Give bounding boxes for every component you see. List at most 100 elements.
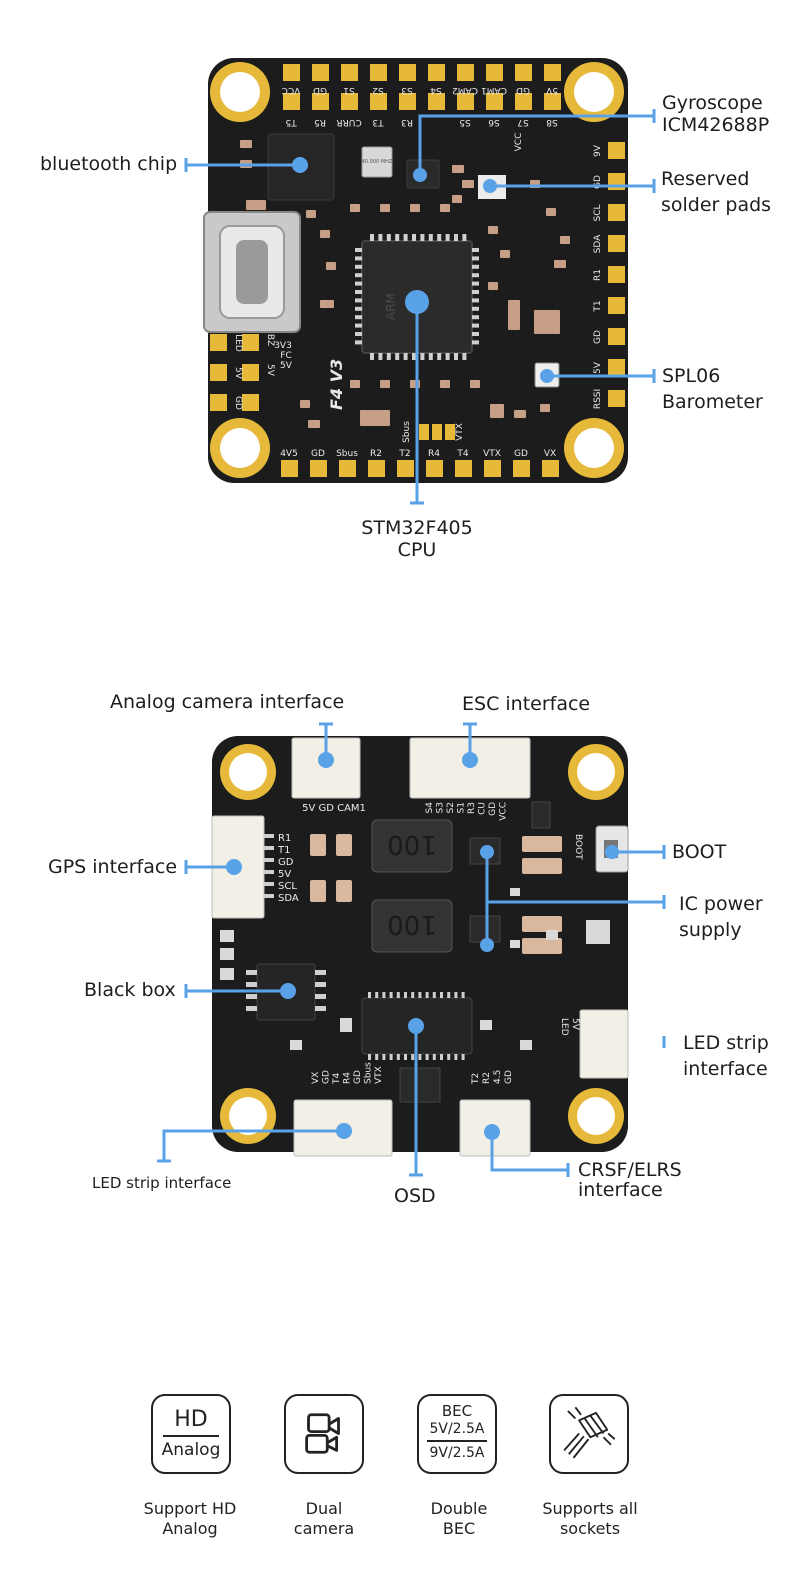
mount-hole-br: [564, 418, 624, 478]
top-callout-dots: [292, 157, 554, 383]
smd-component: [240, 140, 252, 148]
gps-pin: [264, 894, 274, 898]
bec-5v: 5V/2.5A: [429, 1421, 485, 1437]
label-led-strip-right: LED strip interface: [683, 1032, 769, 1080]
osd-pin: [447, 992, 451, 998]
pad-label-left-inner: BZ: [265, 334, 275, 346]
pad-label-bottom: T2: [398, 449, 410, 459]
pad-label-right: 9V: [593, 144, 603, 157]
top-callout-lines: [184, 109, 656, 505]
label-led-strip-left: LED strip interface: [92, 1174, 232, 1192]
cpu-pin: [445, 353, 450, 360]
pad-left: [210, 364, 227, 381]
cpu-pin: [403, 353, 408, 360]
smd-component: [554, 260, 566, 268]
silk-5v: 5V: [280, 361, 293, 371]
osd-pin: [375, 992, 379, 998]
pad-right: [608, 297, 625, 314]
mount-hole-bl: [210, 418, 270, 478]
bec-9v: 9V/2.5A: [429, 1445, 485, 1461]
caption-dual-camera: Dual camera: [293, 1499, 355, 1538]
cpu-pin: [472, 332, 479, 336]
silk-vtx-pin: GD: [353, 1070, 363, 1084]
bottom-callout-lines: [157, 722, 666, 1177]
caption-double-bec: Double BEC: [430, 1499, 488, 1538]
pad-right: [608, 142, 625, 159]
osd-pin: [454, 992, 458, 998]
svg-text:100: 100: [387, 829, 437, 859]
cpu-pin: [472, 340, 479, 345]
pad-bottom: [310, 460, 327, 477]
silk-led-pin: GD: [581, 1018, 591, 1032]
misc-pad: [340, 1018, 352, 1032]
pad-top2: [515, 93, 532, 110]
osd-pin: [404, 1054, 407, 1060]
misc-pad: [510, 940, 520, 948]
cpu-pin: [472, 323, 479, 328]
osd-pin: [389, 1054, 393, 1060]
cpu-pin: [462, 353, 467, 360]
label-gps: GPS interface: [48, 856, 178, 878]
smd-component: [452, 165, 464, 173]
pad-label-top: CAM1: [481, 85, 507, 95]
osd-pin: [382, 992, 386, 998]
gps-pin: [264, 846, 274, 850]
caption-sockets: Supports all sockets: [542, 1499, 638, 1538]
pad-top-cam2: [457, 64, 474, 81]
pad-label-right: SCL: [593, 204, 603, 221]
smd-component: [326, 262, 336, 270]
pad-label-top: CAM2: [452, 85, 478, 95]
analog-label: Analog: [161, 1440, 221, 1460]
top-board-pads: [210, 64, 625, 477]
silk-crsf-pin: GD: [504, 1070, 514, 1084]
smd-component: [440, 204, 450, 212]
pad-left2: [242, 394, 259, 411]
cpu-pin: [355, 248, 362, 252]
cpu-pin: [472, 290, 479, 294]
silk-crsf-pin: 4.5: [493, 1070, 503, 1084]
label-bluetooth-chip: bluetooth chip: [40, 153, 178, 175]
osd-pin: [368, 1054, 371, 1060]
cpu-pin: [355, 323, 362, 328]
cpu-pin: [370, 234, 374, 241]
mount-hole-tl: [210, 62, 270, 122]
smd-component: [560, 236, 570, 244]
bec-title: BEC: [441, 1402, 473, 1420]
pad-label-top-inner: S8: [546, 117, 558, 127]
silk-esc-pin: S2: [446, 802, 456, 813]
cpu-pin: [412, 234, 416, 241]
label-cpu: STM32F405 CPU: [361, 517, 473, 561]
pad-label-top-inner: R5: [314, 117, 326, 127]
cpu-pin: [472, 306, 479, 311]
osd-pin: [461, 992, 465, 998]
misc-pad: [586, 920, 610, 944]
smd-component: [470, 380, 480, 388]
silk-sbus: Sbus: [402, 421, 412, 443]
pad-top2: [399, 93, 416, 110]
osd-pin: [411, 992, 415, 998]
smd-component: [350, 204, 360, 212]
smd-component: [500, 250, 510, 258]
pad-label-right: T1: [593, 300, 603, 312]
flash-pin: [315, 1006, 326, 1011]
pad-bottom: [484, 460, 501, 477]
pad-label-top-inner: T5: [285, 117, 297, 127]
pad-top2: [341, 93, 358, 110]
pad-right: [608, 390, 625, 407]
pad-bottom: [397, 460, 414, 477]
cpu-pin: [428, 353, 433, 360]
cpu-pin: [370, 353, 374, 360]
silk-esc-pin: S3: [436, 802, 446, 813]
inductor-2: 100: [371, 899, 453, 953]
cpu-pin: [472, 264, 479, 269]
smd-component: [440, 380, 450, 388]
silk-vtx-pin: T4: [332, 1073, 342, 1085]
smd-component: [246, 200, 266, 210]
osd-pin: [432, 992, 436, 998]
silk-led-pin: LED: [559, 1018, 569, 1036]
flash-pin: [315, 982, 326, 987]
pad-bottom: [542, 460, 559, 477]
osd-pin: [368, 992, 371, 998]
silk-crsf-pin: R2: [482, 1072, 492, 1084]
pad-label-top: S2: [372, 85, 383, 95]
